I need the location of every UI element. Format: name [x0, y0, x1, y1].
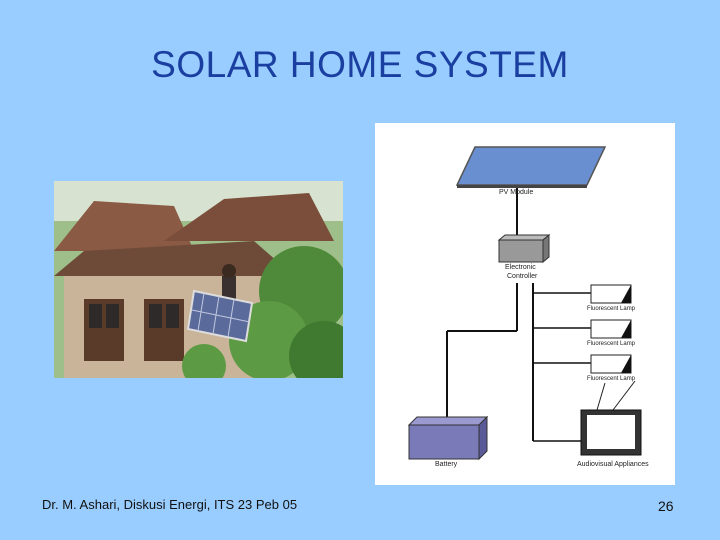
page-number: 26 — [658, 498, 674, 514]
solar-system-diagram: PV Module Electronic Controller Fluoresc… — [375, 123, 675, 485]
slide-title: SOLAR HOME SYSTEM — [151, 44, 569, 85]
lamp-2-label: Fluorescent Lamp — [587, 341, 636, 347]
slide-footer: Dr. M. Ashari, Diskusi Energi, ITS 23 Pe… — [42, 497, 298, 512]
house-photo-illustration — [54, 181, 343, 378]
diagram-drawing — [407, 146, 642, 461]
house-photo — [54, 181, 343, 378]
battery-label: Battery — [435, 461, 458, 468]
controller-label-line1: Electronic — [505, 264, 536, 271]
lamp-1-label: Fluorescent Lamp — [587, 306, 636, 312]
appliance-label: Audiovisual Appliances — [577, 461, 649, 468]
pv-module-label: PV Module — [499, 189, 534, 196]
lamp-3-label: Fluorescent Lamp — [587, 376, 636, 382]
controller-label-line2: Controller — [507, 273, 538, 280]
pv-module-icon — [455, 146, 607, 186]
controller-icon — [498, 239, 544, 263]
battery-icon — [408, 424, 480, 460]
